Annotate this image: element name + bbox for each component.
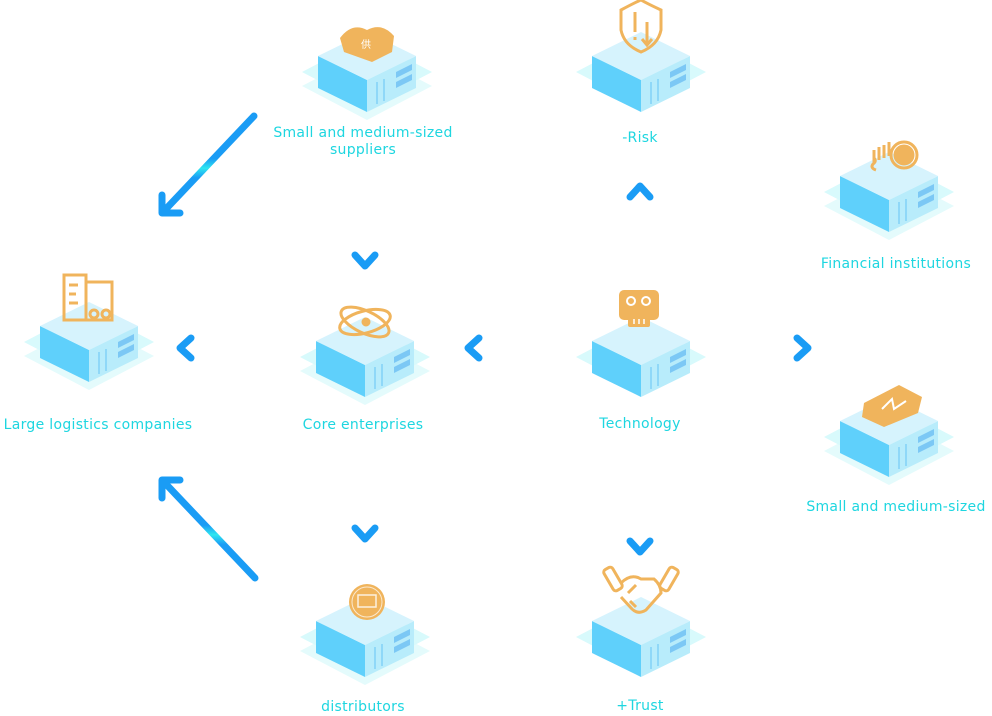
box <box>592 32 690 112</box>
arrow-technology-to-risk <box>626 182 654 266</box>
node-distributors[interactable] <box>290 565 440 695</box>
node-trust[interactable] <box>566 565 716 695</box>
label-risk: -Risk <box>622 130 658 146</box>
node-suppliers[interactable]: 供 <box>292 0 442 130</box>
logistics-truck-icon <box>62 273 114 322</box>
finance-coin-icon <box>870 140 919 172</box>
node-financial[interactable] <box>814 120 964 250</box>
isometric-box <box>576 290 706 397</box>
isometric-box <box>576 0 706 112</box>
supply-bag-icon: 供 <box>340 27 394 62</box>
box <box>316 597 414 677</box>
label-sme: Small and medium-sized <box>806 499 986 515</box>
isometric-box <box>300 584 430 685</box>
label-technology: Technology <box>599 416 681 432</box>
label-trust: +Trust <box>616 698 664 714</box>
label-suppliers-line2: suppliers <box>329 142 397 158</box>
label-core: Core enterprises <box>302 417 424 433</box>
shield-alert-icon <box>619 0 663 54</box>
isometric-box <box>24 273 154 390</box>
arrow-technology-to-financial <box>726 334 812 362</box>
isometric-box <box>824 385 954 485</box>
distributor-seal-icon <box>349 584 385 620</box>
arrow-technology-to-core <box>464 334 550 362</box>
label-financial: Financial institutions <box>820 256 972 272</box>
node-technology[interactable] <box>566 285 716 415</box>
label-distributors: distributors <box>321 699 405 715</box>
isometric-box <box>824 140 954 240</box>
node-risk[interactable] <box>566 0 716 130</box>
box <box>592 317 690 397</box>
node-core[interactable] <box>290 285 440 415</box>
node-sme[interactable] <box>814 365 964 495</box>
robot-icon <box>619 290 659 327</box>
arrow-suppliers-to-core <box>351 186 379 270</box>
label-suppliers: Small and medium-sized suppliers <box>263 125 463 159</box>
isometric-box <box>576 565 706 677</box>
label-logistics: Large logistics companies <box>3 417 193 433</box>
arrow-core-to-distributors <box>351 459 379 543</box>
arrow-distributors-to-logistics <box>158 476 259 582</box>
label-suppliers-line1: Small and medium-sized <box>273 125 453 141</box>
isometric-box <box>300 305 430 405</box>
handshake-icon <box>602 565 680 614</box>
box <box>592 597 690 677</box>
arrow-suppliers-to-logistics <box>158 112 258 217</box>
svg-text:供: 供 <box>361 38 371 51</box>
arrow-technology-to-trust <box>626 472 654 556</box>
sme-book-icon <box>862 385 922 427</box>
node-logistics[interactable] <box>14 270 164 400</box>
core-orbit-icon <box>338 305 392 339</box>
arrow-core-to-logistics <box>176 334 262 362</box>
isometric-box: 供 <box>302 27 432 120</box>
